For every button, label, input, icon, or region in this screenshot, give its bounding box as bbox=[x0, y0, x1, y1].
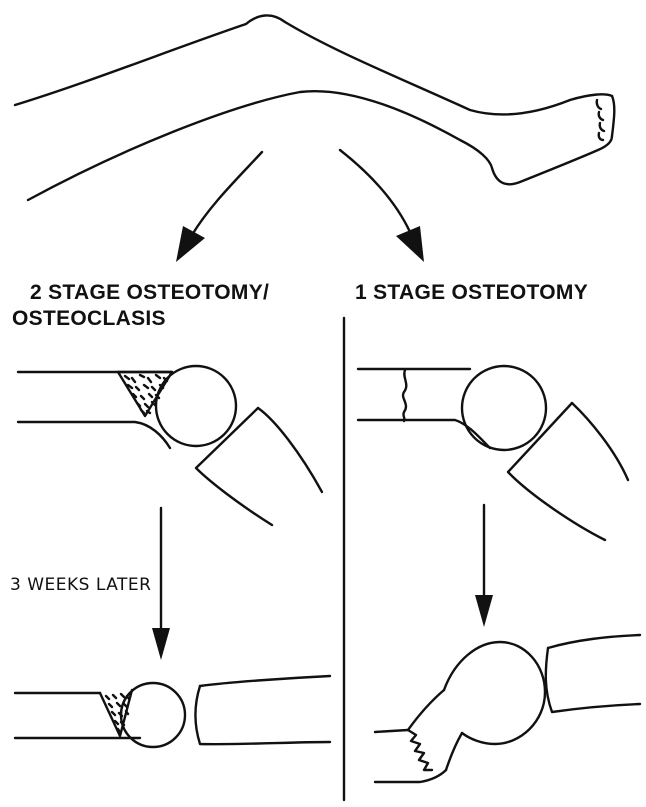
one-stage-heading: 1 STAGE OSTEOTOMY bbox=[355, 280, 588, 306]
interval-note: 3 WEEKS LATER bbox=[10, 575, 151, 595]
two-stage-heading-line1: 2 STAGE OSTEOTOMY/ bbox=[30, 280, 269, 306]
arrow-three-weeks bbox=[152, 508, 170, 660]
one-stage-after-joint bbox=[375, 635, 640, 782]
two-stage-heading-line2: OSTEOCLASIS bbox=[12, 306, 166, 332]
arrow-to-two-stage bbox=[176, 152, 262, 262]
two-stage-after-joint bbox=[15, 676, 330, 747]
two-stage-before-joint bbox=[18, 366, 322, 525]
arrow-one-stage-down bbox=[475, 505, 493, 627]
arrow-to-one-stage bbox=[340, 150, 424, 262]
flexed-leg-illustration bbox=[15, 15, 614, 200]
one-stage-before-joint bbox=[358, 366, 628, 540]
